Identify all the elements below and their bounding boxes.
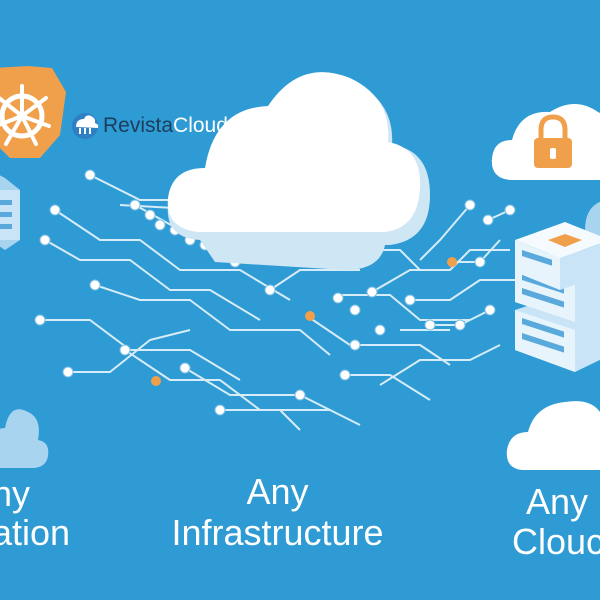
center-caption-line1: Any bbox=[246, 471, 309, 512]
kubernetes-icon bbox=[0, 66, 66, 158]
center-cloud bbox=[167, 72, 430, 270]
brand-name-part1: Revista bbox=[103, 114, 174, 137]
left-caption-line1: ny bbox=[0, 473, 31, 514]
brand-wordmark: RevistaCloud bbox=[103, 112, 228, 140]
server-stack-icon bbox=[515, 201, 600, 372]
lock-icon bbox=[534, 114, 572, 168]
revistacloud-logo-icon bbox=[72, 113, 99, 139]
right-cloud-icon bbox=[506, 401, 600, 470]
circuit-accent-nodes bbox=[151, 257, 457, 386]
center-caption-line2: Infrastructure bbox=[171, 512, 384, 553]
lock-cloud-icon bbox=[491, 104, 600, 180]
left-server-icon bbox=[0, 175, 20, 250]
brand-name-part2: Cloud bbox=[173, 114, 228, 137]
right-caption-line1: Any bbox=[526, 481, 589, 522]
right-caption-line2: Clouc bbox=[512, 521, 600, 562]
left-caption-line2: ation bbox=[0, 512, 71, 553]
left-cloud-icon bbox=[0, 409, 49, 468]
